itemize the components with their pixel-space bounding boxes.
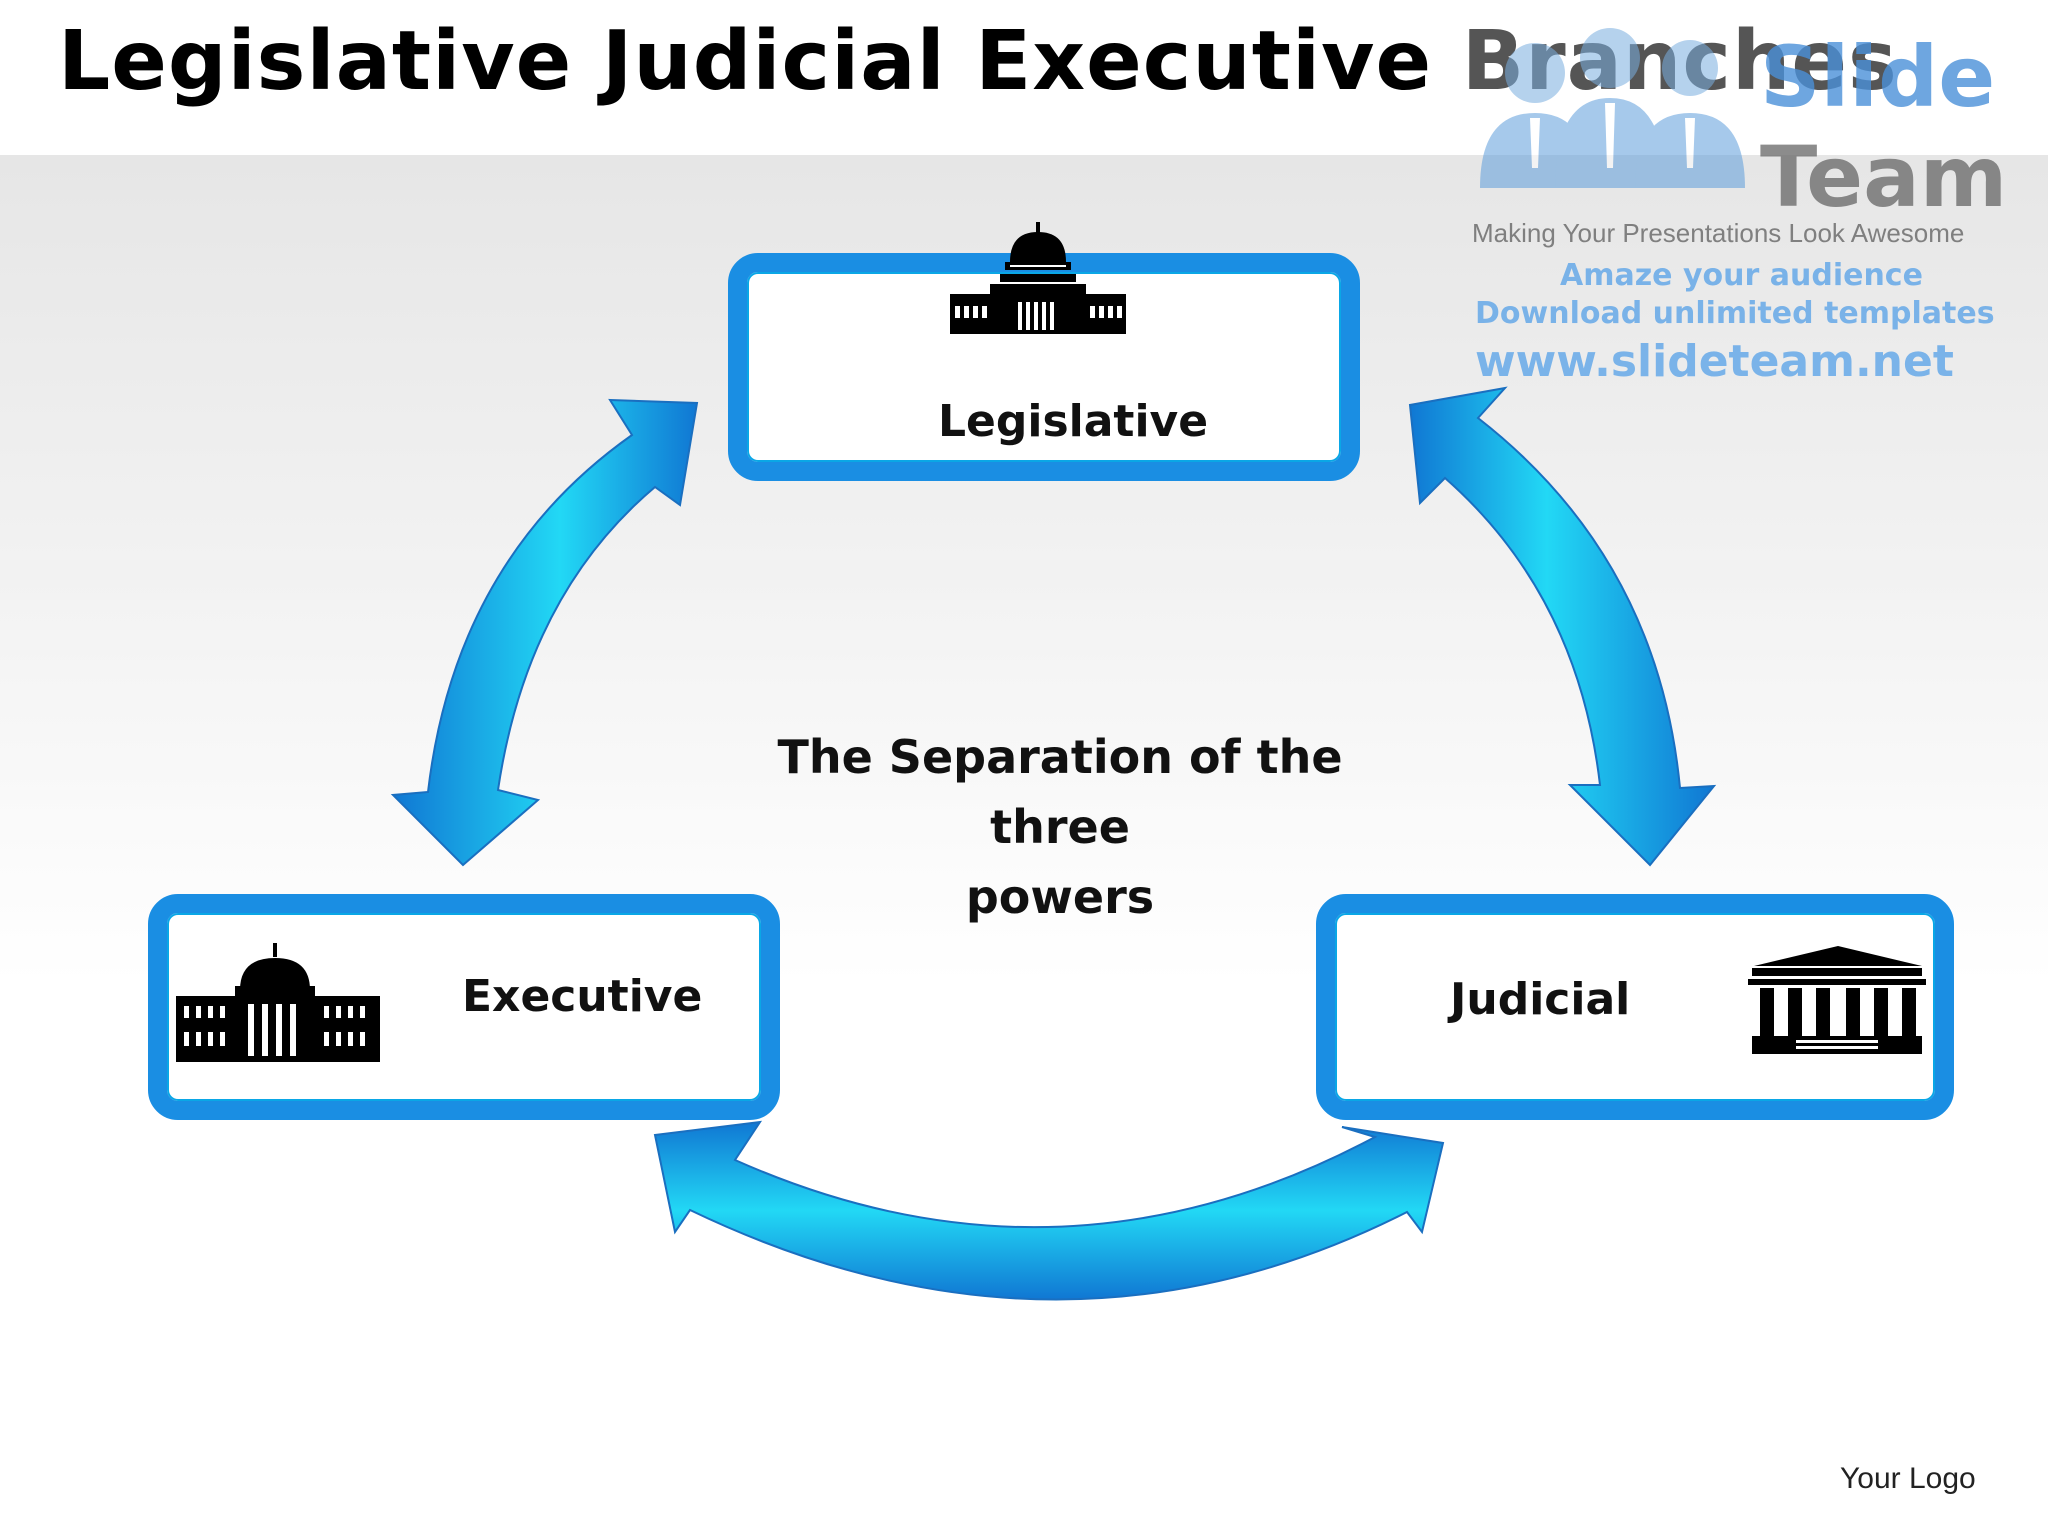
watermark-promo-2: Download unlimited templates bbox=[1475, 296, 1995, 331]
watermark-tagline: Making Your Presentations Look Awesome bbox=[1472, 218, 1965, 248]
legislative-label: Legislative bbox=[938, 396, 1209, 447]
arrow-legislative-executive bbox=[390, 398, 699, 867]
title-main: Legislative Judicial Executive bbox=[58, 14, 1433, 109]
executive-label: Executive bbox=[462, 971, 703, 1022]
watermark-brand-team: Team bbox=[1760, 128, 2008, 226]
people-logo-icon bbox=[1480, 28, 1745, 188]
watermark-promo-1: Amaze your audience bbox=[1560, 258, 1923, 293]
watermark-brand-slide: Slide bbox=[1760, 28, 1996, 126]
center-caption-line2: powers bbox=[965, 870, 1155, 924]
judicial-label: Judicial bbox=[1450, 974, 1631, 1025]
watermark-url: www.slideteam.net bbox=[1475, 336, 1954, 387]
center-caption: The Separation of the three powers bbox=[700, 722, 1420, 932]
arrow-executive-judicial bbox=[653, 1120, 1445, 1301]
slideteam-watermark: Slide Team Making Your Presentations Loo… bbox=[1460, 18, 2020, 387]
center-caption-line1: The Separation of the three bbox=[777, 730, 1343, 854]
arrow-legislative-judicial bbox=[1408, 386, 1717, 867]
logo-placeholder: Your Logo bbox=[1840, 1462, 1976, 1495]
